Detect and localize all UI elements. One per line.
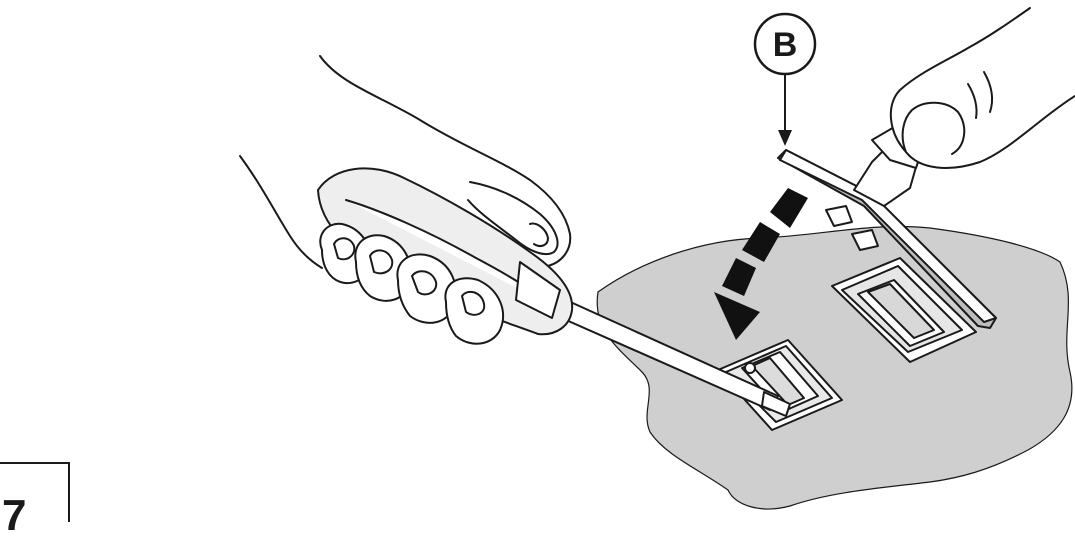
installation-illustration: B (0, 0, 1075, 517)
callout-arrowhead (778, 130, 792, 146)
hand-holding-part-icon (891, 8, 1075, 168)
gray-surface (597, 227, 1072, 509)
callout-label: B (773, 26, 798, 64)
step-number: 7 (2, 494, 26, 538)
callout-b: B (755, 14, 815, 146)
hand-with-screwdriver-icon (240, 56, 572, 344)
